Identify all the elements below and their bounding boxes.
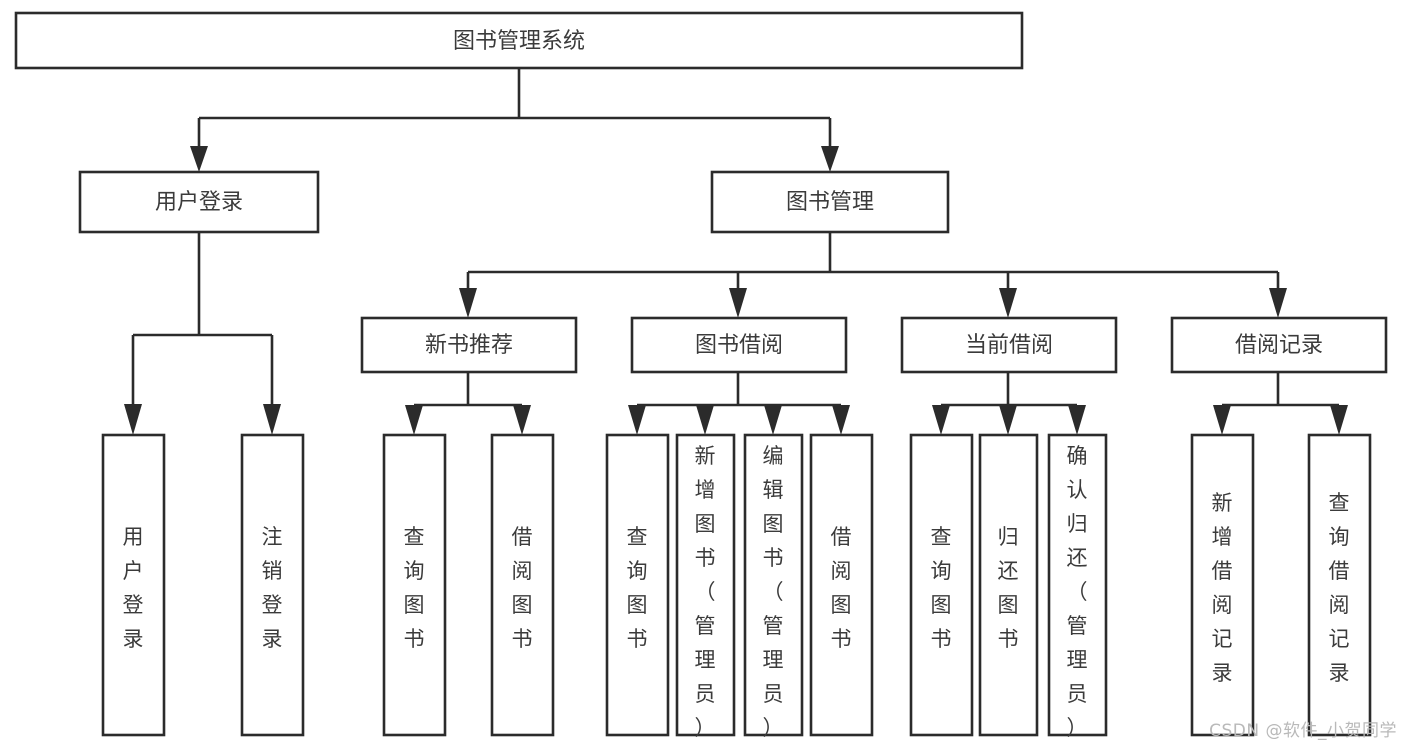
- node-user-login-label: 用户登录: [155, 190, 243, 215]
- leaf-borrow-book-1-box[interactable]: [490, 433, 555, 737]
- arrowhead-book-borrow: [729, 288, 747, 318]
- leaf-query-book-2[interactable]: 查询图书: [605, 433, 670, 737]
- arrowhead-leaf-borrow-book-2: [832, 405, 850, 435]
- node-user-login[interactable]: 用户登录: [78, 170, 320, 234]
- arrowhead-leaf-edit-book: [764, 405, 782, 435]
- leaf-user-login-box[interactable]: [101, 433, 166, 737]
- arrowhead-borrow-record: [1269, 288, 1287, 318]
- node-new-book-recommend-label: 新书推荐: [425, 333, 513, 358]
- leaf-borrow-book-1-label: 借阅图书: [512, 525, 533, 651]
- leaf-query-record-box[interactable]: [1307, 433, 1372, 737]
- arrowhead-new-book-recommend: [459, 288, 477, 318]
- leaf-query-book-3-label: 查询图书: [931, 525, 952, 651]
- leaf-borrow-book-2-label: 借阅图书: [831, 525, 852, 651]
- leaf-return-book[interactable]: 归还图书: [978, 433, 1039, 737]
- connector-root-to-level2: [190, 68, 839, 172]
- leaf-return-book-label: 归还图书: [998, 525, 1019, 651]
- leaf-query-book-1[interactable]: 查询图书: [382, 433, 447, 737]
- leaf-confirm-return[interactable]: 确认归还（管理员）: [1047, 433, 1108, 740]
- node-book-borrow[interactable]: 图书借阅: [630, 316, 848, 374]
- leaf-logout-box[interactable]: [240, 433, 305, 737]
- node-current-borrow[interactable]: 当前借阅: [900, 316, 1118, 374]
- leaf-borrow-book-2-box[interactable]: [809, 433, 874, 737]
- connector-user-login-to-leaves: [124, 232, 281, 435]
- leaf-query-book-1-label: 查询图书: [404, 525, 425, 651]
- leaf-logout-label: 注销登录: [262, 525, 283, 651]
- leaf-edit-book-label: 编辑图书（管理员）: [763, 444, 784, 740]
- leaf-query-book-3[interactable]: 查询图书: [909, 433, 974, 737]
- node-borrow-record[interactable]: 借阅记录: [1170, 316, 1388, 374]
- node-current-borrow-box[interactable]: [900, 316, 1118, 374]
- arrowhead-leaf-logout: [263, 404, 281, 435]
- node-new-book-recommend[interactable]: 新书推荐: [360, 316, 578, 374]
- leaf-logout[interactable]: 注销登录: [240, 433, 305, 737]
- arrowhead-leaf-query-record: [1330, 405, 1348, 435]
- node-borrow-record-label: 借阅记录: [1235, 333, 1323, 358]
- node-book-manage-label: 图书管理: [786, 190, 874, 215]
- arrowhead-leaf-borrow-book-1: [513, 405, 531, 435]
- leaf-user-login-label: 用户登录: [123, 525, 144, 651]
- leaf-return-book-box[interactable]: [978, 433, 1039, 737]
- node-book-manage[interactable]: 图书管理: [710, 170, 950, 234]
- leaf-borrow-book-2[interactable]: 借阅图书: [809, 433, 874, 737]
- leaf-user-login[interactable]: 用户登录: [101, 433, 166, 737]
- leaf-add-record-label: 新增借阅记录: [1212, 491, 1233, 685]
- leaf-query-book-3-box[interactable]: [909, 433, 974, 737]
- leaf-add-book-label: 新增图书（管理员）: [695, 444, 716, 740]
- node-root-label: 图书管理系统: [453, 29, 585, 54]
- node-new-book-recommend-box[interactable]: [360, 316, 578, 374]
- node-user-login-box[interactable]: [78, 170, 320, 234]
- arrowhead-leaf-add-record: [1213, 405, 1231, 435]
- node-book-borrow-box[interactable]: [630, 316, 848, 374]
- leaf-query-book-1-box[interactable]: [382, 433, 447, 737]
- arrowhead-leaf-query-book-3: [932, 405, 950, 435]
- leaf-edit-book[interactable]: 编辑图书（管理员）: [743, 433, 804, 740]
- leaf-edit-book-box[interactable]: [743, 433, 804, 737]
- node-root[interactable]: 图书管理系统: [14, 11, 1024, 70]
- node-book-borrow-label: 图书借阅: [695, 333, 783, 358]
- leaf-query-record[interactable]: 查询借阅记录: [1307, 433, 1372, 737]
- connector-book-manage-to-level3: [459, 232, 1287, 318]
- connector-book-borrow-to-leaves: [628, 372, 850, 435]
- arrowhead-user-login: [190, 146, 208, 172]
- arrowhead-book-manage: [821, 146, 839, 172]
- arrowhead-leaf-query-book-1: [405, 405, 423, 435]
- connector-current-borrow-to-leaves: [932, 372, 1086, 435]
- node-root-box[interactable]: [14, 11, 1024, 70]
- leaf-confirm-return-box[interactable]: [1047, 433, 1108, 737]
- leaf-add-book-box[interactable]: [675, 433, 736, 737]
- leaf-add-record-box[interactable]: [1190, 433, 1255, 737]
- arrowhead-leaf-user-login: [124, 404, 142, 435]
- arrowhead-leaf-return-book: [999, 405, 1017, 435]
- node-book-manage-box[interactable]: [710, 170, 950, 234]
- arrowhead-leaf-query-book-2: [628, 405, 646, 435]
- leaf-add-record[interactable]: 新增借阅记录: [1190, 433, 1255, 737]
- arrowhead-current-borrow: [999, 288, 1017, 318]
- leaf-borrow-book-1[interactable]: 借阅图书: [490, 433, 555, 737]
- leaf-query-record-label: 查询借阅记录: [1329, 491, 1350, 685]
- arrowhead-leaf-add-book: [696, 405, 714, 435]
- leaf-add-book[interactable]: 新增图书（管理员）: [675, 433, 736, 740]
- leaf-query-book-2-box[interactable]: [605, 433, 670, 737]
- arrowhead-leaf-confirm-return: [1068, 405, 1086, 435]
- node-borrow-record-box[interactable]: [1170, 316, 1388, 374]
- leaf-confirm-return-label: 确认归还（管理员）: [1067, 444, 1088, 740]
- leaf-query-book-2-label: 查询图书: [627, 525, 648, 651]
- node-current-borrow-label: 当前借阅: [965, 333, 1053, 358]
- connector-borrow-record-to-leaves: [1213, 372, 1348, 435]
- connector-new-book-recommend-to-leaves: [405, 372, 531, 435]
